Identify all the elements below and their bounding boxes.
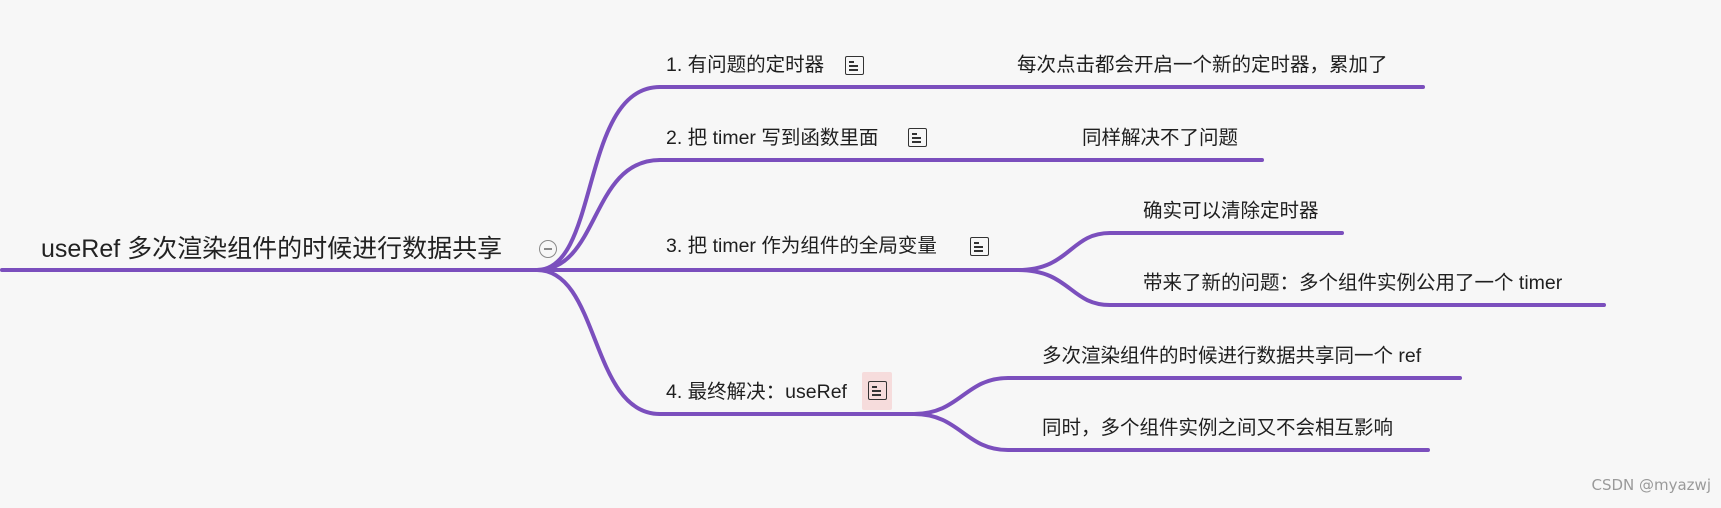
root-topic[interactable]: useRef 多次渲染组件的时候进行数据共享 xyxy=(41,235,503,263)
note-icon[interactable] xyxy=(970,237,989,256)
connector-leaf-3-1 xyxy=(1016,231,1344,272)
branch-topic-3[interactable]: 3. 把 timer 作为组件的全局变量 xyxy=(666,235,937,257)
leaf-topic-2-1[interactable]: 同样解决不了问题 xyxy=(1082,127,1239,149)
connector-branch-4 xyxy=(535,268,662,416)
branch-topic-4[interactable]: 4. 最终解决：useRef xyxy=(666,381,847,403)
connector-branch-1 xyxy=(535,85,662,272)
leaf-topic-3-1[interactable]: 确实可以清除定时器 xyxy=(1143,200,1319,222)
leaf-topic-3-2[interactable]: 带来了新的问题：多个组件实例公用了一个 timer xyxy=(1143,272,1563,294)
connector-leaf-3-2 xyxy=(1016,268,1606,307)
leaf-topic-4-2[interactable]: 同时，多个组件实例之间又不会相互影响 xyxy=(1042,417,1394,439)
leaf-topic-1-1[interactable]: 每次点击都会开启一个新的定时器，累加了 xyxy=(1017,54,1388,76)
leaf-topic-4-1[interactable]: 多次渲染组件的时候进行数据共享同一个 ref xyxy=(1042,345,1422,367)
collapse-minus-icon[interactable] xyxy=(539,240,557,258)
connector-leaf-4-2 xyxy=(912,412,1430,452)
branch-topic-2[interactable]: 2. 把 timer 写到函数里面 xyxy=(666,127,879,149)
note-icon[interactable] xyxy=(868,381,887,400)
watermark: CSDN @myazwj xyxy=(1591,476,1711,494)
note-icon[interactable] xyxy=(908,128,927,147)
note-icon[interactable] xyxy=(845,56,864,75)
connector-leaf-4-1 xyxy=(912,376,1462,416)
branch-topic-1[interactable]: 1. 有问题的定时器 xyxy=(666,54,825,76)
connector-branch-2 xyxy=(535,158,662,272)
